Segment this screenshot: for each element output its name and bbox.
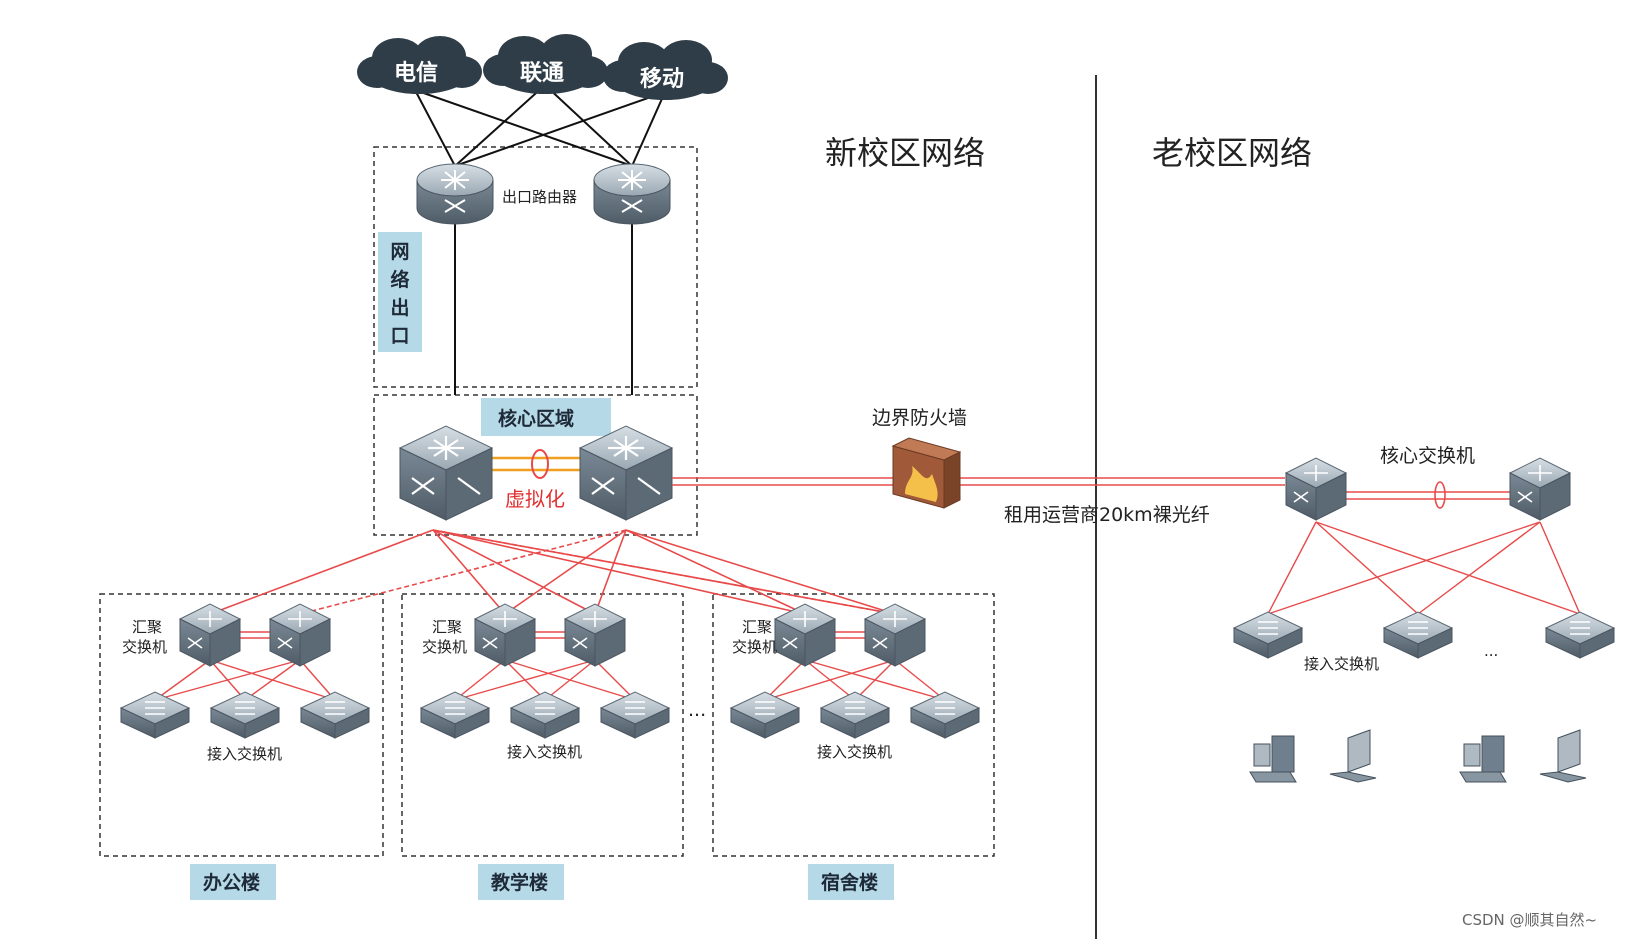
access-switch-teaching-1 bbox=[420, 691, 490, 739]
building-tag-dorm bbox=[808, 864, 894, 900]
aggregation-label-dorm-line2: 交换机 bbox=[732, 638, 777, 656]
virtual-link-ring bbox=[531, 449, 549, 479]
router-core-links bbox=[454, 220, 633, 395]
egress-router-label: 出口路由器 bbox=[502, 188, 577, 206]
core-zone bbox=[373, 394, 698, 536]
access-switch-dorm-3 bbox=[910, 691, 980, 739]
cloud-telecom bbox=[357, 36, 482, 94]
old-core-label: 核心交换机 bbox=[1380, 445, 1475, 467]
old-core-switch-right bbox=[1509, 457, 1571, 521]
carrier-links bbox=[414, 84, 666, 167]
core-switch-left bbox=[398, 424, 494, 522]
aggregation-label-office-line2: 交换机 bbox=[122, 638, 167, 656]
fiber-label: 租用运营商20km裸光纤 bbox=[1004, 504, 1210, 526]
access-switch-dorm-2 bbox=[820, 691, 890, 739]
cloud-label-unicom: 联通 bbox=[520, 61, 564, 86]
access-label-teaching: 接入交换机 bbox=[507, 743, 582, 761]
old-access-switch-1 bbox=[1233, 611, 1303, 659]
core-zone-label: 核心区域 bbox=[498, 407, 574, 430]
access-label-dorm: 接入交换机 bbox=[817, 743, 892, 761]
building-office-links bbox=[154, 631, 336, 701]
firewall-label: 边界防火墙 bbox=[872, 407, 967, 429]
aggregation-switch-teaching-1 bbox=[474, 603, 536, 667]
old-core-virtual-links bbox=[1330, 491, 1510, 500]
egress-zone bbox=[373, 146, 698, 388]
access-switch-office-1 bbox=[120, 691, 190, 739]
new-campus-title: 新校区网络 bbox=[825, 134, 985, 172]
building-label-teaching: 教学楼 bbox=[491, 871, 548, 894]
ellipsis-buildings: ... bbox=[688, 699, 706, 721]
aggregation-label-teaching-line1: 汇聚 bbox=[432, 618, 462, 636]
desktop-icon-1 bbox=[1249, 735, 1297, 783]
access-switch-office-2 bbox=[210, 691, 280, 739]
cloud-label-telecom: 电信 bbox=[394, 60, 438, 86]
laptop-icon-2 bbox=[1539, 729, 1587, 783]
cloud-unicom bbox=[483, 34, 608, 94]
building-zone-dorm bbox=[712, 593, 995, 857]
building-zone-teaching bbox=[401, 593, 684, 857]
aggregation-switch-dorm-2 bbox=[864, 603, 926, 667]
building-label-office: 办公楼 bbox=[203, 871, 260, 894]
old-access-switch-3 bbox=[1545, 611, 1615, 659]
cloud-label-mobile: 移动 bbox=[640, 66, 684, 92]
aggregation-label-dorm-line1: 汇聚 bbox=[742, 618, 772, 636]
egress-zone-label: 网络出口 bbox=[390, 241, 409, 347]
access-switch-dorm-1 bbox=[730, 691, 800, 739]
aggregation-switch-dorm-1 bbox=[774, 603, 836, 667]
building-zone-office bbox=[99, 593, 384, 857]
access-switch-office-3 bbox=[300, 691, 370, 739]
egress-router-right bbox=[593, 163, 671, 225]
cloud-mobile bbox=[603, 40, 728, 100]
aggregation-label-office-line1: 汇聚 bbox=[132, 618, 162, 636]
aggregation-label-office: 汇聚 交换机 bbox=[122, 618, 167, 656]
egress-zone-tag bbox=[378, 232, 422, 352]
core-virtual-links bbox=[490, 456, 590, 472]
fiber-link bbox=[672, 477, 1285, 486]
old-core-ring bbox=[1434, 481, 1446, 509]
firewall-icon bbox=[891, 437, 962, 509]
building-tag-teaching bbox=[478, 864, 564, 900]
old-access-switch-2 bbox=[1383, 611, 1453, 659]
building-dorm-links bbox=[764, 631, 946, 701]
old-access-label: 接入交换机 bbox=[1304, 655, 1379, 673]
core-aggregation-links bbox=[209, 529, 896, 615]
aggregation-label-teaching: 汇聚 交换机 bbox=[422, 618, 467, 656]
watermark: CSDN @顺其自然~ bbox=[1462, 911, 1597, 929]
access-switch-teaching-2 bbox=[510, 691, 580, 739]
core-switch-right bbox=[578, 424, 674, 522]
old-core-switch-left bbox=[1285, 457, 1347, 521]
virtualization-label: 虚拟化 bbox=[505, 487, 565, 511]
building-tag-office bbox=[190, 864, 276, 900]
access-label-office: 接入交换机 bbox=[207, 745, 282, 763]
laptop-icon-1 bbox=[1329, 729, 1377, 783]
aggregation-switch-office-2 bbox=[269, 603, 331, 667]
aggregation-label-dorm: 汇聚 交换机 bbox=[732, 618, 777, 656]
aggregation-switch-office-1 bbox=[179, 603, 241, 667]
egress-router-left bbox=[416, 163, 494, 225]
core-zone-tag bbox=[481, 398, 611, 436]
ellipsis-old-access: ... bbox=[1484, 642, 1498, 660]
building-teaching-links bbox=[454, 631, 636, 701]
desktop-icon-2 bbox=[1459, 735, 1507, 783]
aggregation-label-teaching-line2: 交换机 bbox=[422, 638, 467, 656]
old-campus-title: 老校区网络 bbox=[1152, 134, 1312, 172]
access-switch-teaching-3 bbox=[600, 691, 670, 739]
building-label-dorm: 宿舍楼 bbox=[821, 871, 878, 894]
old-core-access-links bbox=[1267, 521, 1581, 615]
aggregation-switch-teaching-2 bbox=[564, 603, 626, 667]
